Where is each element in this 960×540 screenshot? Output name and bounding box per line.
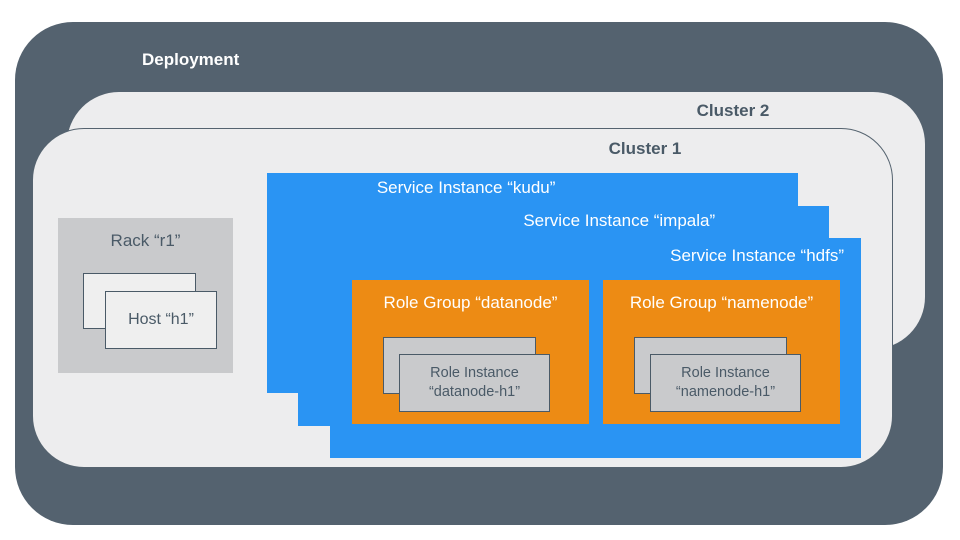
role-instance-namenode-label-line2: “namenode-h1” [675,384,776,400]
host-box-front: Host “h1” [105,291,217,349]
role-group-namenode-label: Role Group “namenode” [629,293,814,312]
host-label: Host “h1” [128,311,194,328]
service-instance-hdfs: Service Instance “hdfs” Role Group “data… [330,238,861,458]
role-instance-namenode-front-box: Role Instance “namenode-h1” [650,354,801,412]
cluster1-label: Cluster 1 [608,139,682,158]
role-instance-datanode-label-line1: Role Instance [430,365,519,381]
service-instance-impala-label: Service Instance “impala” [523,211,716,230]
role-instance-datanode-front-box: Role Instance “datanode-h1” [399,354,550,412]
cluster2-label: Cluster 2 [696,101,770,120]
role-instance-namenode-label-line1: Role Instance [681,365,770,381]
deployment-label: Deployment [142,50,240,69]
role-group-datanode: Role Group “datanode” Role Instance “dat… [352,280,589,424]
role-group-datanode-label: Role Group “datanode” [383,293,558,312]
service-instance-hdfs-label: Service Instance “hdfs” [670,246,844,265]
service-instance-kudu-label: Service Instance “kudu” [376,178,556,197]
role-instance-datanode-label-line2: “datanode-h1” [428,384,521,400]
rack-label: Rack “r1” [110,231,181,250]
rack-box: Rack “r1” Host “h1” [58,218,233,373]
role-group-namenode: Role Group “namenode” Role Instance “nam… [603,280,840,424]
